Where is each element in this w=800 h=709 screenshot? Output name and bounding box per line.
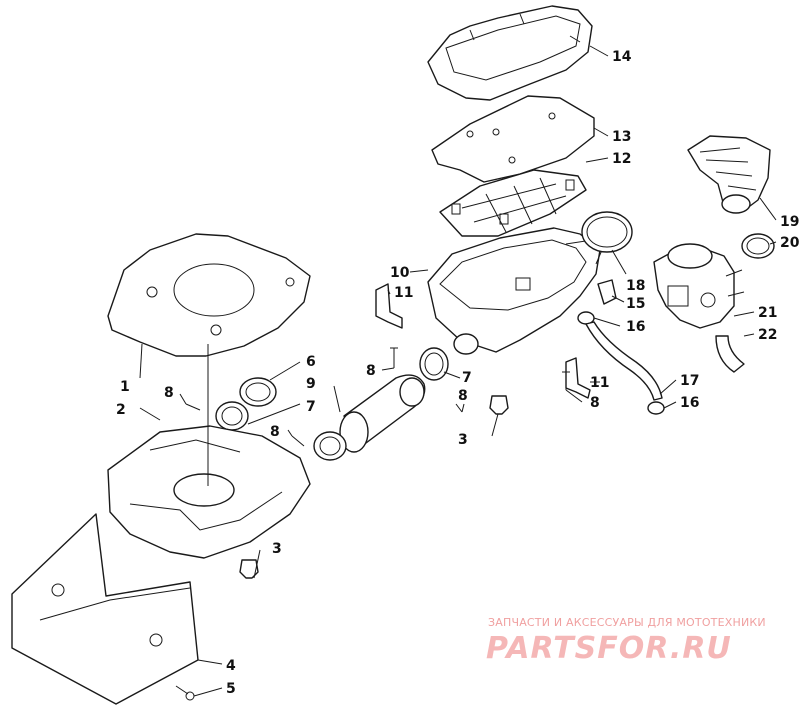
part-intake-boot	[687, 135, 771, 214]
callout-3-upper: 3	[458, 432, 468, 448]
part-airbox-housing	[427, 227, 603, 355]
callout-7-left: 7	[306, 399, 316, 415]
callout-15: 15	[626, 296, 645, 312]
part-clamp-20	[741, 233, 775, 259]
callout-7-upper: 7	[462, 370, 472, 386]
part-breather-hose	[585, 321, 663, 401]
part-hose-22	[715, 335, 745, 373]
callout-labels: 14 13 12 19 20 10 11 18 15 16 21 22 6 9 …	[116, 49, 800, 697]
callout-8-right: 8	[590, 395, 600, 411]
watermark-tagline: ЗАПЧАСТИ И АКСЕССУАРЫ ДЛЯ МОТОТЕХНИКИ	[488, 616, 766, 629]
part-filter-plate	[431, 95, 595, 183]
leader-lines	[139, 45, 777, 697]
callout-11-lower: 11	[590, 375, 609, 391]
part-connecting-tube	[339, 374, 426, 453]
part-lower-tray-2	[107, 425, 311, 559]
callout-11-upper: 11	[394, 285, 413, 301]
callout-4: 4	[226, 658, 236, 674]
part-splash-shield	[11, 513, 199, 705]
part-airbox-cover	[427, 5, 593, 101]
callout-8-mid: 8	[458, 388, 468, 404]
callout-2: 2	[116, 402, 126, 418]
part-sleeve-6	[239, 377, 277, 407]
callout-20: 20	[780, 235, 800, 251]
callout-16-upper: 16	[626, 319, 645, 335]
callout-22: 22	[758, 327, 777, 343]
callout-8-center: 8	[270, 424, 280, 440]
watermark: ЗАПЧАСТИ И АКСЕССУАРЫ ДЛЯ МОТОТЕХНИКИ PA…	[486, 616, 766, 666]
callout-16-lower: 16	[680, 395, 699, 411]
callout-19: 19	[780, 214, 799, 230]
callout-14: 14	[612, 49, 632, 65]
part-screw-5	[175, 685, 195, 701]
part-top-cover-1	[107, 233, 311, 357]
callout-12: 12	[612, 151, 631, 167]
part-bracket-11-lower	[565, 357, 591, 399]
part-grommet-3-upper	[489, 395, 509, 415]
callout-9: 9	[306, 376, 316, 392]
callout-18: 18	[626, 278, 645, 294]
callout-6: 6	[306, 354, 316, 370]
callout-21: 21	[758, 305, 777, 321]
part-carburetor	[653, 243, 745, 329]
callout-5: 5	[226, 681, 236, 697]
callout-1: 1	[120, 379, 130, 395]
callout-17: 17	[680, 373, 699, 389]
part-filter-cage	[439, 169, 587, 237]
part-clamp-ring-18	[581, 211, 633, 253]
callout-3-lower: 3	[272, 541, 282, 557]
callout-13: 13	[612, 129, 631, 145]
callout-8-top: 8	[366, 363, 376, 379]
part-grommet-3-lower	[239, 559, 259, 579]
watermark-logo: PARTSFOR.RU	[486, 631, 732, 666]
part-bracket-15	[597, 279, 617, 305]
callout-8-left: 8	[164, 385, 174, 401]
part-bracket-11-upper	[375, 283, 403, 329]
part-clamp-16-lower	[647, 401, 665, 415]
callout-10: 10	[390, 265, 410, 281]
part-screws-8	[185, 347, 570, 447]
part-clamp-7-upper	[419, 347, 449, 381]
